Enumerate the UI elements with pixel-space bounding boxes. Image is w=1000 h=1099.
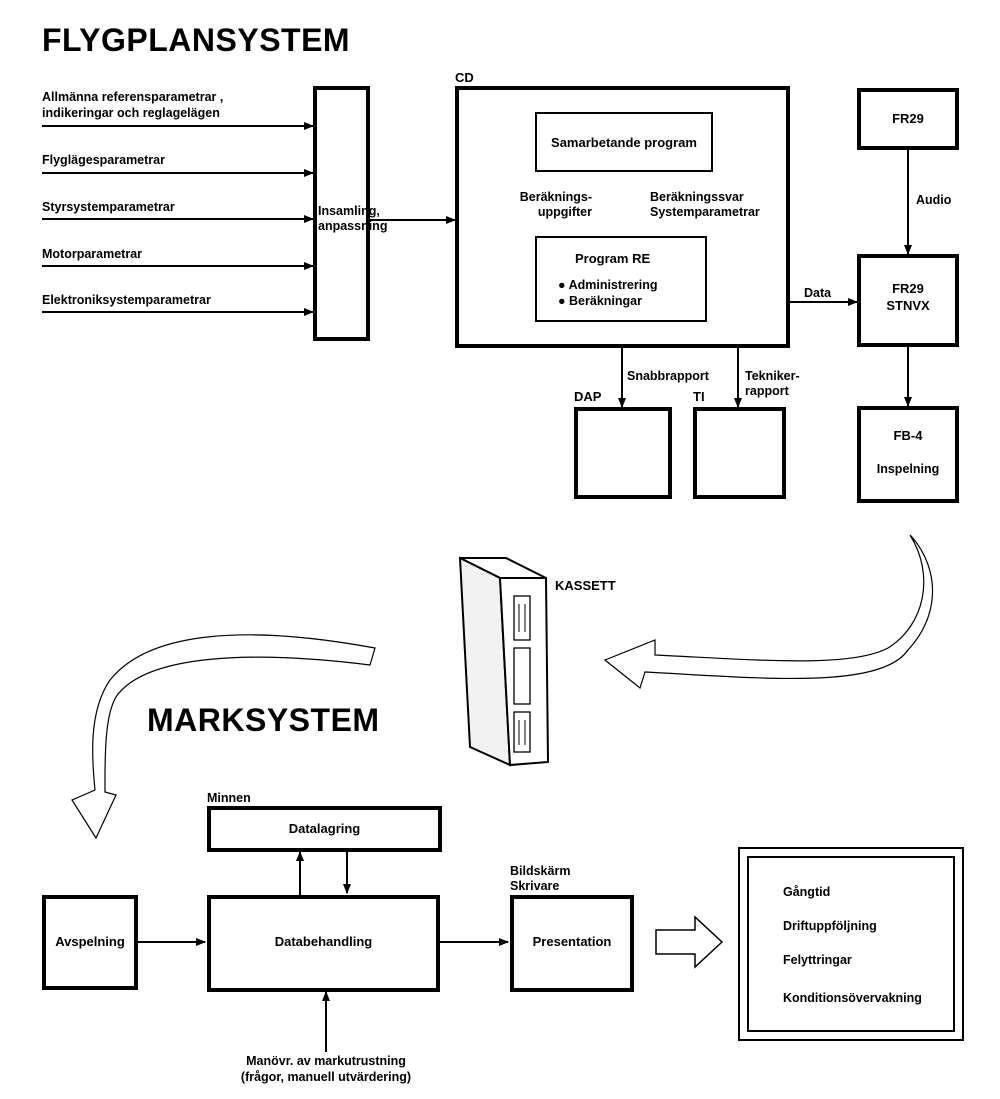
program-re-box — [535, 236, 707, 322]
ti-label: TI — [693, 389, 705, 404]
program-re-item-calc: ● Beräkningar — [558, 294, 642, 308]
result-running-time: Gångtid — [783, 885, 831, 899]
cd-label: CD — [455, 70, 474, 85]
ground-system-title: MARKSYSTEM — [147, 702, 380, 738]
technician-report-label-1: Tekniker- — [745, 369, 800, 383]
dap-label: DAP — [574, 389, 602, 404]
hollow-arrow-icon — [655, 915, 724, 969]
input-label-general-2: indikeringar och reglagelägen — [42, 106, 220, 120]
fr29-stnvx-box — [857, 254, 959, 347]
flow-ribbon-to-cassette — [603, 534, 934, 690]
aircraft-system-title: FLYGPLANSYSTEM — [42, 22, 351, 58]
input-label-flight-state: Flyglägesparametrar — [42, 153, 165, 167]
collection-box — [313, 86, 370, 341]
program-re-title: Program RE — [575, 251, 651, 266]
cooperating-program-box — [535, 112, 713, 172]
cassette-icon — [458, 556, 550, 767]
calc-answers-label-2: Systemparametrar — [650, 205, 760, 219]
fr29-label: FR29 — [892, 111, 924, 126]
playback-label: Avspelning — [55, 934, 125, 949]
display-label-2: Skrivare — [510, 879, 560, 893]
input-label-control-system: Styrsystemparametrar — [42, 200, 175, 214]
data-label: Data — [804, 286, 832, 300]
playback-box — [42, 895, 138, 990]
fr29-box — [857, 88, 959, 150]
cooperating-program-label: Samarbetande program — [551, 135, 697, 150]
flow-ribbon-from-cassette — [71, 634, 376, 840]
fr29-stnvx-label-2: STNVX — [886, 298, 930, 313]
results-box-inner — [747, 856, 955, 1032]
collection-label-1: Insamling, — [318, 204, 380, 218]
fb4-box — [857, 406, 959, 503]
program-re-item-admin: ● Administrering — [558, 278, 658, 292]
operation-note-1: Manövr. av markutrustning — [246, 1054, 406, 1068]
audio-label: Audio — [916, 193, 952, 207]
fb4-recording-label: Inspelning — [876, 462, 940, 476]
data-processing-box — [207, 895, 440, 992]
technician-report-label-2: rapport — [745, 384, 789, 398]
input-arrows — [42, 122, 912, 1052]
cassette-label: KASSETT — [555, 578, 616, 593]
dap-box — [574, 407, 672, 499]
presentation-box — [510, 895, 634, 992]
quick-report-label: Snabbrapport — [627, 369, 709, 383]
operation-note-2: (frågor, manuell utvärdering) — [240, 1070, 412, 1084]
fb4-label: FB-4 — [893, 428, 923, 443]
result-condition-monitoring: Konditionsövervakning — [783, 991, 922, 1005]
data-storage-label: Datalagring — [288, 821, 361, 836]
calc-tasks-label-2: uppgifter — [537, 205, 592, 219]
data-storage-box — [207, 806, 442, 852]
input-label-engine: Motorparametrar — [42, 247, 143, 261]
result-fault-indications: Felyttringar — [783, 953, 852, 967]
presentation-label: Presentation — [532, 934, 612, 949]
display-label-1: Bildskärm — [510, 864, 571, 878]
ti-box — [693, 407, 786, 499]
data-processing-label: Databehandling — [274, 934, 373, 949]
input-label-general-1: Allmänna referensparametrar , — [42, 90, 224, 104]
input-label-electronics: Elektroniksystemparametrar — [42, 293, 211, 307]
calc-answers-label-1: Beräkningssvar — [650, 190, 744, 204]
collection-label-2: anpassning — [318, 219, 388, 233]
calc-tasks-label-1: Beräknings- — [519, 190, 592, 204]
result-operation-tracking: Driftuppföljning — [783, 919, 877, 933]
fr29-stnvx-label-1: FR29 — [892, 281, 924, 296]
memory-label: Minnen — [207, 791, 251, 805]
